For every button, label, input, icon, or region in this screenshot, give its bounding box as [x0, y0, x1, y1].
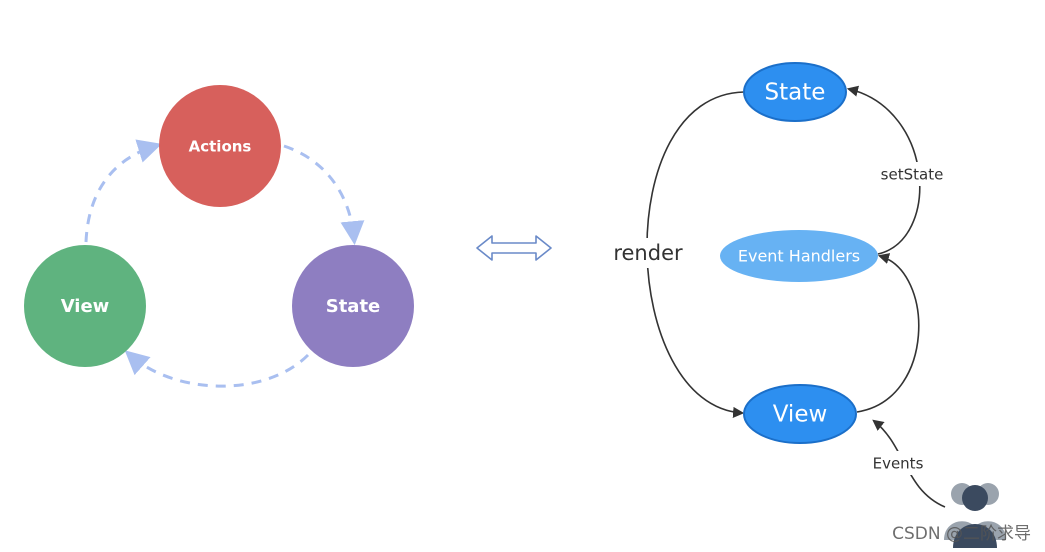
- arrow-state-to-view: [124, 350, 310, 388]
- state-label-right: State: [765, 80, 826, 106]
- users-icon: [944, 483, 1006, 548]
- actions-node: Actions: [159, 85, 281, 207]
- render-label: render: [613, 241, 683, 265]
- edge-view-to-handlers: [856, 253, 920, 413]
- event-handlers-label: Event Handlers: [738, 247, 860, 266]
- double-arrow-icon: [476, 235, 552, 261]
- set-state-label: setState: [881, 166, 944, 184]
- view-label-left: View: [61, 296, 110, 317]
- view-node-right: View: [743, 384, 857, 444]
- view-node-left: View: [24, 245, 146, 367]
- event-handlers-node: Event Handlers: [720, 230, 878, 282]
- arrow-view-to-actions: [84, 139, 162, 243]
- events-label: Events: [873, 455, 924, 473]
- state-node-left: State: [292, 245, 414, 367]
- view-label-right: View: [773, 402, 828, 428]
- arrow-actions-to-state: [283, 144, 365, 246]
- actions-label: Actions: [189, 138, 252, 156]
- state-node-right: State: [743, 62, 847, 122]
- watermark: CSDN @二阶求导: [892, 524, 1031, 544]
- state-label-left: State: [326, 296, 381, 317]
